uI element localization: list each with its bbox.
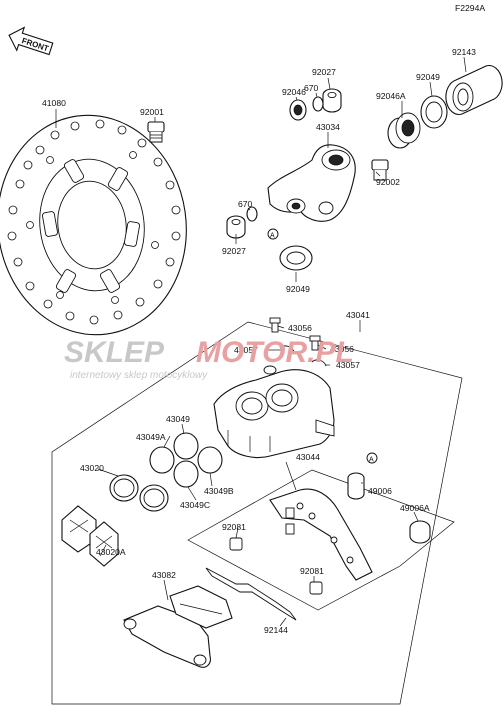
- part-label-43082: 43082: [152, 570, 176, 580]
- piston-seal-43049A: [149, 446, 175, 474]
- pad-holder-box: [187, 469, 455, 611]
- part-label-41080: 41080: [42, 98, 66, 108]
- part-label-43020A: 43020A: [96, 547, 126, 557]
- caliper-bracket-43034: [267, 144, 356, 222]
- watermark-tagline: internetowy sklep motocyklowy: [70, 370, 208, 381]
- part-label-92001: 92001: [140, 107, 164, 117]
- watermark-brand-red: MOTOR.PL: [196, 336, 354, 369]
- diagram-code: F2294A: [455, 3, 485, 13]
- part-label-43049B: 43049B: [204, 486, 234, 496]
- part-label-49006A: 49006A: [400, 503, 430, 513]
- part-label-92027-upper: 92027: [312, 67, 336, 77]
- front-arrow-icon: FRONT: [8, 26, 54, 56]
- watermark: SKLEP MOTOR.PL internetowy sklep motocyk…: [64, 336, 354, 381]
- bolt-92002: [371, 159, 389, 181]
- reference-mark-a-2: A: [366, 452, 378, 464]
- piston-43020: [109, 474, 139, 502]
- brake-disc: [0, 114, 187, 336]
- part-label-43049C: 43049C: [180, 500, 210, 510]
- part-label-92143: 92143: [452, 47, 476, 57]
- piston-seal-43049: [173, 432, 199, 460]
- piston-43020-2: [139, 484, 169, 512]
- bleeder-43056-upper: [269, 317, 281, 333]
- part-label-92049-upper: 92049: [416, 72, 440, 82]
- caliper-assembly-box: [51, 321, 463, 705]
- part-label-49006: 49006: [368, 486, 392, 496]
- caliper-body: [213, 365, 335, 459]
- reference-mark-a-1-label: A: [270, 232, 275, 239]
- pad-pin-49006: [347, 472, 365, 500]
- clip-92081-right: [309, 581, 323, 595]
- part-label-43041: 43041: [346, 310, 370, 320]
- bleeder-cap-43057-upper: [279, 345, 295, 353]
- bolt-92001: [147, 121, 165, 143]
- piston-seal-43049C: [173, 460, 199, 488]
- part-label-92046A: 92046A: [376, 91, 406, 101]
- reference-mark-a-1: A: [267, 228, 279, 240]
- o-ring-670-upper: [312, 96, 324, 112]
- part-label-43049: 43049: [166, 414, 190, 424]
- part-label-92046: 92046: [282, 87, 306, 97]
- part-label-43056-lower: 43056: [330, 344, 354, 354]
- part-label-43020: 43020: [80, 463, 104, 473]
- leader-lines: [55, 56, 467, 627]
- part-label-43034: 43034: [316, 122, 340, 132]
- part-label-43049A: 43049A: [136, 432, 166, 442]
- watermark-brand-gray: SKLEP: [64, 336, 165, 369]
- part-label-43057-upper: 43057: [234, 345, 258, 355]
- part-label-92144: 92144: [264, 625, 288, 635]
- boot-49006A: [409, 520, 431, 544]
- part-label-92081-left: 92081: [222, 522, 246, 532]
- bleeder-cap-43057-lower: [311, 359, 327, 367]
- part-label-43056-upper: 43056: [288, 323, 312, 333]
- needle-bearing-92046: [289, 99, 307, 121]
- reference-mark-a-2-label: A: [369, 456, 374, 463]
- part-label-92049-lower: 92049: [286, 284, 310, 294]
- part-label-92027-lower: 92027: [222, 246, 246, 256]
- brake-pad-43082: [123, 585, 233, 668]
- oil-seal-92049-lower: [279, 245, 313, 271]
- collar-92143: [445, 64, 503, 116]
- pad-holder-43044: [269, 488, 373, 581]
- part-label-670-upper: 670: [304, 83, 319, 93]
- pad-spring-92144: [205, 567, 297, 621]
- collar-92027-lower: [226, 215, 246, 239]
- collar-92027-upper: [322, 88, 342, 113]
- clip-92081-left: [229, 537, 243, 551]
- piston-seal-43049B: [197, 446, 223, 474]
- part-label-43044: 43044: [296, 452, 320, 462]
- part-label-670-lower: 670: [238, 199, 253, 209]
- part-label-92081-right: 92081: [300, 566, 324, 576]
- piston-43020A: [61, 505, 119, 567]
- part-label-43057-lower: 43057: [336, 360, 360, 370]
- part-label-92002: 92002: [376, 177, 400, 187]
- needle-bearing-92046A: [387, 112, 421, 149]
- oil-seal-92049-upper: [420, 95, 448, 129]
- o-ring-670-lower: [246, 206, 258, 222]
